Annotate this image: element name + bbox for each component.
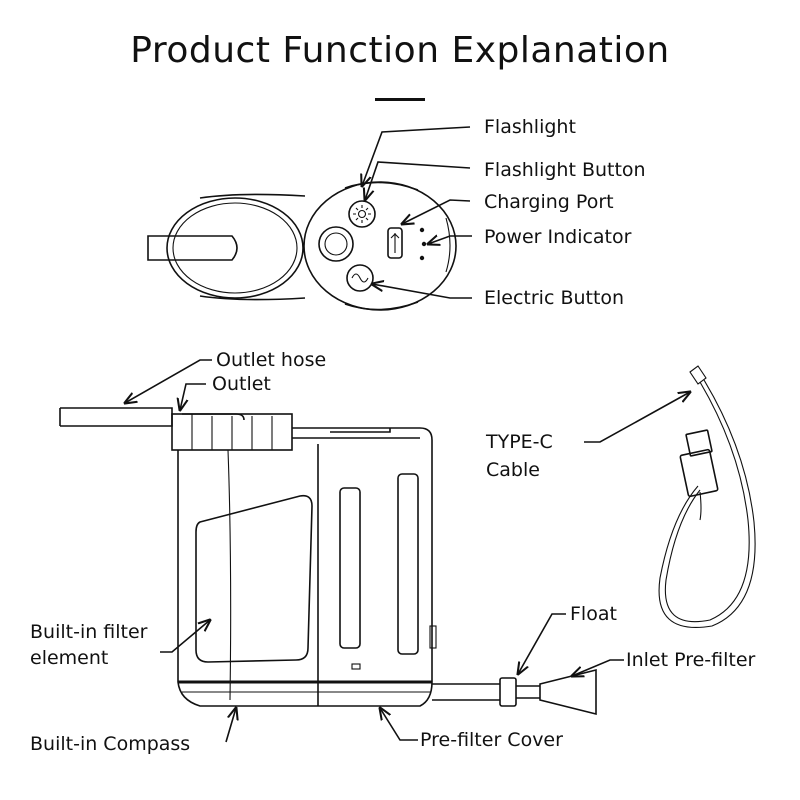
label-flashlight: Flashlight	[484, 116, 576, 138]
lid-shape	[166, 197, 304, 299]
label-charging-port: Charging Port	[484, 191, 614, 213]
indicator-dots	[419, 227, 427, 261]
title-divider	[375, 98, 425, 101]
type-c-cable-illustration	[658, 365, 756, 628]
handle-tab	[147, 235, 238, 261]
leader-type-c	[584, 392, 690, 443]
usb-port-shape	[387, 227, 403, 259]
leader-prefilter-cover	[380, 708, 418, 741]
leader-builtin-filter	[160, 620, 210, 653]
label-builtin-filter-line1: Built-in filter	[30, 621, 148, 643]
sun-icon	[353, 205, 371, 223]
flashlight-lens	[318, 226, 354, 262]
pump-head	[303, 181, 457, 311]
prefilter-shape	[539, 668, 597, 716]
outlet-hose-shape	[60, 407, 173, 427]
top-view-illustration	[147, 181, 457, 311]
leader-inlet-prefilter	[572, 659, 624, 676]
usb-a-body	[679, 448, 719, 498]
page-title: Product Function Explanation	[130, 30, 670, 71]
leader-builtin-compass	[225, 708, 236, 743]
label-inlet-prefilter: Inlet Pre-filter	[626, 649, 756, 671]
label-type-c-line2: Cable	[486, 459, 540, 481]
label-electric-button: Electric Button	[484, 287, 624, 309]
main-body	[177, 427, 433, 707]
leader-flashlight	[362, 126, 471, 186]
electric-button-shape	[346, 264, 374, 292]
filter-window	[195, 494, 313, 663]
label-type-c-line1: TYPE-C	[485, 431, 553, 453]
label-power-indicator: Power Indicator	[484, 226, 632, 248]
label-float: Float	[570, 603, 617, 625]
label-outlet: Outlet	[212, 373, 271, 395]
leader-power-indicator	[428, 236, 472, 244]
type-c-plug	[689, 365, 707, 385]
leader-electric-button	[372, 284, 472, 299]
label-flashlight-button: Flashlight Button	[484, 159, 646, 181]
fan-icon	[351, 273, 369, 283]
leader-outlet-hose	[125, 359, 212, 403]
label-prefilter-cover: Pre-filter Cover	[420, 729, 563, 751]
inlet-tube	[432, 683, 500, 701]
float-shape	[499, 677, 517, 707]
leader-flashlight-button	[365, 161, 471, 200]
side-slot-1	[339, 487, 361, 649]
label-builtin-filter-line2: element	[30, 647, 108, 669]
label-outlet-hose: Outlet hose	[216, 349, 326, 371]
side-view-illustration	[59, 407, 597, 716]
label-builtin-compass: Built-in Compass	[30, 733, 190, 755]
leader-float	[518, 613, 566, 674]
leader-charging-port	[402, 199, 471, 224]
flashlight-button-shape	[348, 200, 376, 228]
usb-a-connector	[685, 429, 713, 457]
side-slot-2	[397, 473, 419, 655]
leader-outlet	[180, 383, 206, 410]
